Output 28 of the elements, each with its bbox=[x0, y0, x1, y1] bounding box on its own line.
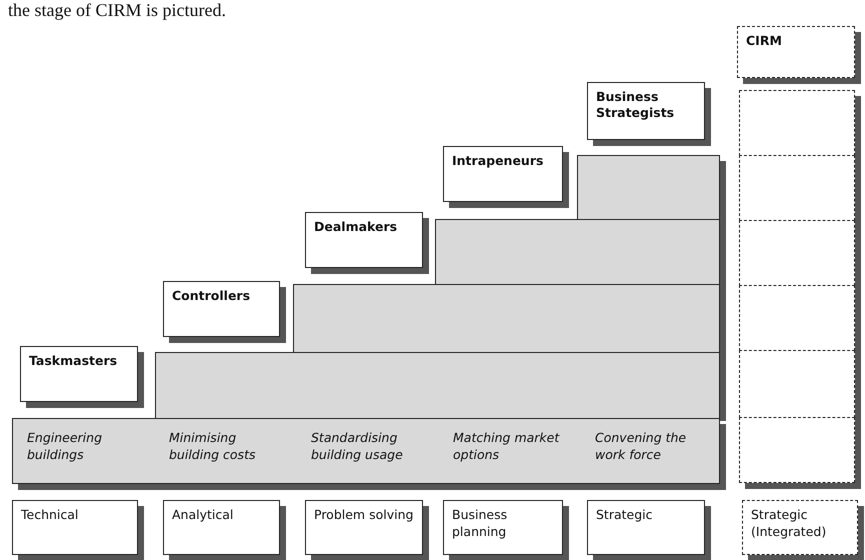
role-title: Dealmakers bbox=[314, 219, 398, 235]
focus-text: Standardising building usage bbox=[311, 429, 404, 463]
skill-label: Analytical bbox=[172, 506, 234, 523]
staircase-step bbox=[155, 352, 720, 419]
focus-text: Convening the work force bbox=[595, 429, 688, 463]
staircase-step bbox=[577, 155, 720, 220]
focus-text: Matching market options bbox=[453, 429, 561, 463]
staircase-step bbox=[293, 284, 720, 353]
skill-label: Strategic (Integrated) bbox=[751, 506, 828, 540]
column-cell bbox=[739, 285, 855, 351]
column-cell bbox=[739, 90, 855, 156]
column-cell bbox=[739, 220, 855, 286]
focus-text: Engineering buildings bbox=[27, 429, 103, 463]
role-title: Business Strategists bbox=[596, 89, 676, 121]
column-cell bbox=[739, 417, 855, 483]
skill-label: Business planning bbox=[452, 506, 508, 540]
skill-label: Technical bbox=[21, 506, 80, 523]
role-title: Intrapeneurs bbox=[452, 153, 544, 169]
role-title: CIRM bbox=[746, 33, 783, 49]
staircase-step bbox=[435, 219, 720, 285]
column-cell bbox=[739, 155, 855, 221]
skill-label: Strategic bbox=[596, 506, 654, 523]
role-title: Controllers bbox=[172, 288, 252, 304]
focus-text: Minimising building costs bbox=[169, 429, 256, 463]
caption-text: the stage of CIRM is pictured. bbox=[8, 0, 226, 21]
skill-label: Problem solving bbox=[314, 506, 414, 523]
column-cell bbox=[739, 350, 855, 418]
role-title: Taskmasters bbox=[29, 353, 118, 369]
